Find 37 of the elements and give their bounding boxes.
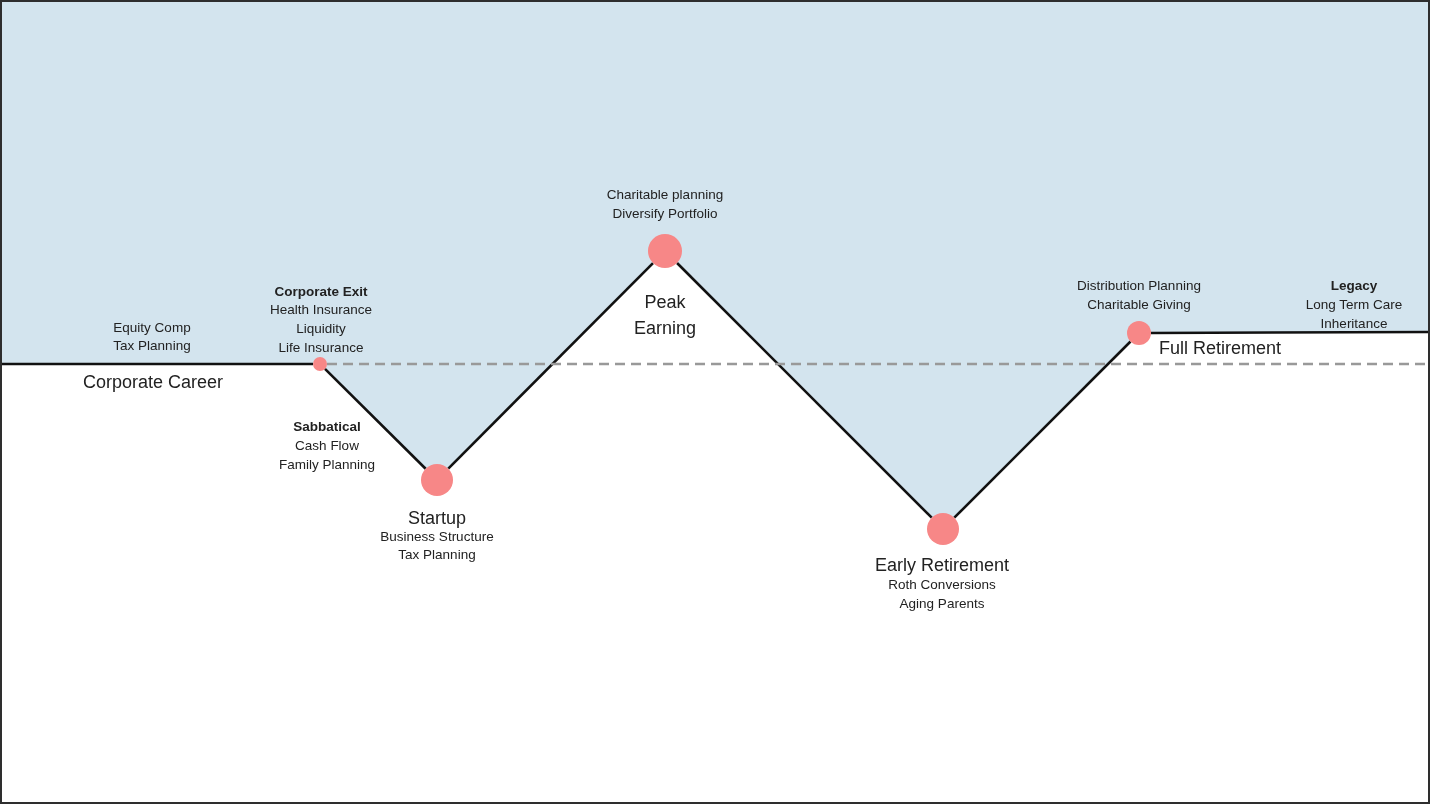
- phase-title: Early Retirement: [875, 555, 1009, 577]
- milestone-dot: [1127, 321, 1151, 345]
- planning-item: Tax Planning: [398, 546, 476, 564]
- milestone-heading: Sabbatical: [293, 418, 361, 436]
- timeline-line: [324, 368, 427, 470]
- timeline-line: [447, 262, 654, 470]
- phase-title: Startup: [408, 508, 466, 530]
- milestone-dot: [648, 234, 682, 268]
- planning-item: Tax Planning: [113, 337, 191, 355]
- planning-item: Charitable planning: [606, 186, 724, 204]
- planning-item: Business Structure: [380, 528, 494, 546]
- planning-item: Life Insurance: [278, 339, 364, 357]
- reference-line: [327, 362, 1428, 366]
- planning-item: Charitable Giving: [1087, 296, 1191, 314]
- planning-item: Inheritance: [1320, 315, 1388, 333]
- planning-item: Health Insurance: [269, 301, 373, 319]
- planning-item: Family Planning: [279, 456, 375, 474]
- phase-title: Corporate Career: [82, 372, 224, 394]
- planning-item: Cash Flow: [295, 437, 359, 455]
- planning-item: Roth Conversions: [888, 576, 996, 594]
- milestone-heading: Legacy: [1330, 277, 1378, 295]
- milestone-dot: [313, 357, 327, 371]
- timeline-line: [953, 340, 1132, 519]
- planning-item: Aging Parents: [899, 595, 985, 613]
- timeline-line: [2, 362, 313, 366]
- milestone-heading: Corporate Exit: [274, 283, 368, 301]
- phase-title: Peak Earning: [632, 291, 697, 340]
- planning-item: Equity Comp: [113, 319, 191, 337]
- milestone-dot: [927, 513, 959, 545]
- planning-item: Long Term Care: [1305, 296, 1403, 314]
- planning-item: Liquidity: [296, 320, 346, 338]
- milestone-dot: [421, 464, 453, 496]
- phase-title: Full Retirement: [1159, 338, 1281, 360]
- timeline-line: [1151, 330, 1428, 335]
- planning-item: Distribution Planning: [1077, 277, 1201, 295]
- planning-item: Diversify Portfolio: [612, 205, 718, 223]
- timeline-line: [676, 262, 933, 519]
